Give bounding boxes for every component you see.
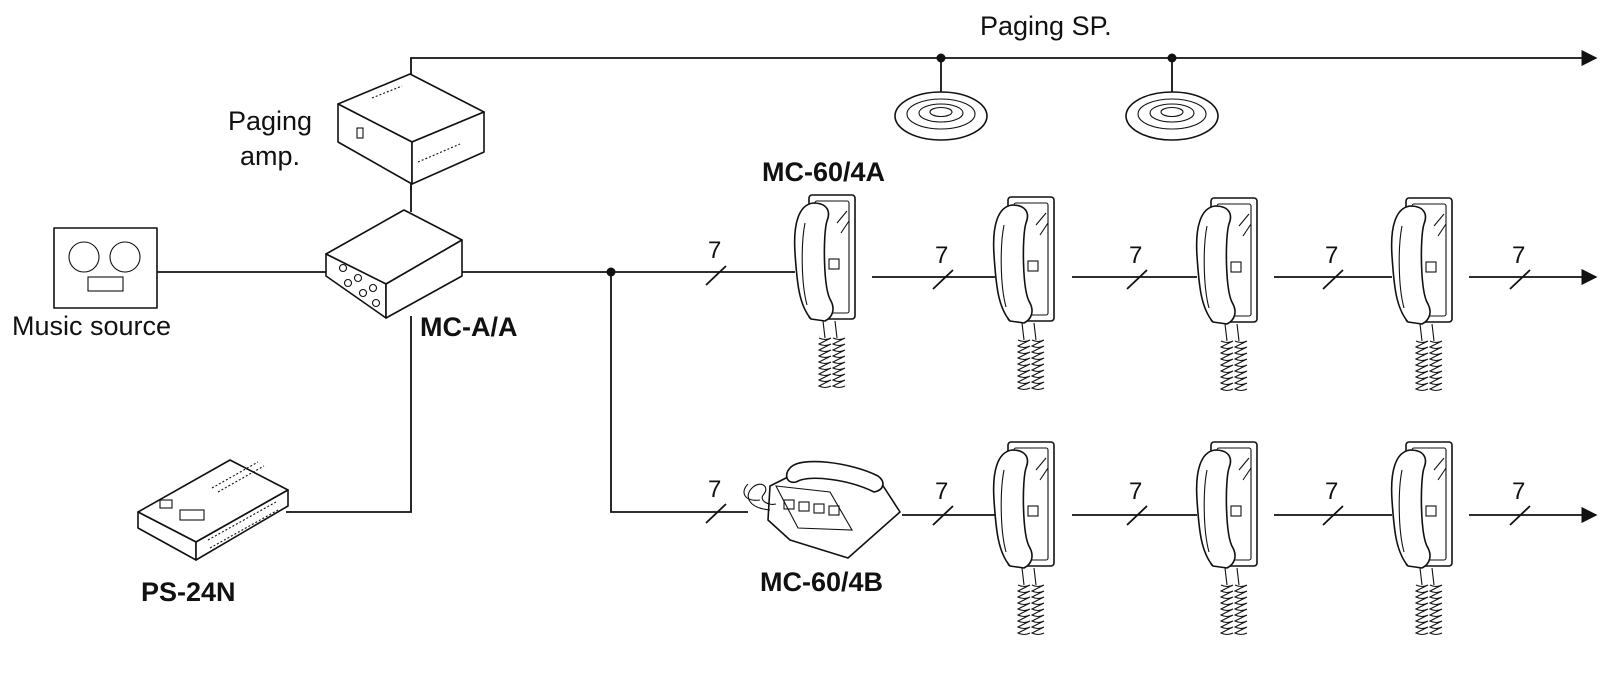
cable-slash bbox=[1126, 269, 1148, 290]
cable-slash bbox=[932, 269, 954, 290]
cable-slash bbox=[1126, 505, 1148, 526]
cable-count-label: 7 bbox=[1512, 242, 1525, 269]
cable-count-label: 7 bbox=[1325, 242, 1338, 269]
wall-phone-icon bbox=[1195, 197, 1258, 392]
cable-slash bbox=[1509, 269, 1531, 290]
desk-phone-icon bbox=[743, 460, 901, 559]
wall-phone-icon bbox=[992, 441, 1055, 636]
wall-phone-icon bbox=[793, 194, 856, 389]
cable-count-label: 7 bbox=[1129, 242, 1142, 269]
cable-count-label: 7 bbox=[1512, 478, 1525, 505]
mc-60-4b-label: MC-60/4B bbox=[760, 567, 883, 597]
cable-count-label: 7 bbox=[1129, 478, 1142, 505]
junction-dot bbox=[936, 53, 946, 63]
paging-amp-label-line1: Paging bbox=[228, 106, 312, 136]
ps-24n-unit bbox=[137, 459, 289, 561]
junction-dot bbox=[1167, 53, 1177, 63]
ceiling-speaker-icon bbox=[1125, 91, 1219, 141]
wall-phone-icon bbox=[1390, 197, 1453, 392]
cable-slash bbox=[1509, 505, 1531, 526]
mc-60-4a-label: MC-60/4A bbox=[762, 157, 885, 187]
ps-24n-label: PS-24N bbox=[141, 577, 236, 607]
paging-amp-unit bbox=[337, 73, 485, 185]
cable-count-label: 7 bbox=[1325, 478, 1338, 505]
mc-aa-unit bbox=[325, 209, 463, 319]
cable-count-label: 7 bbox=[708, 237, 721, 264]
ceiling-speaker-icon bbox=[894, 91, 988, 141]
wall-phone-icon bbox=[992, 196, 1055, 391]
power-supply-wire bbox=[286, 316, 412, 513]
cable-count-label: 7 bbox=[935, 478, 948, 505]
music-source-label: Music source bbox=[12, 311, 171, 341]
cable-slash bbox=[932, 505, 954, 526]
cable-slash bbox=[1322, 505, 1344, 526]
cable-count-label: 7 bbox=[708, 476, 721, 503]
mc-aa-label: MC-A/A bbox=[420, 312, 517, 342]
cable-slash bbox=[705, 503, 727, 524]
music-source-deck bbox=[53, 227, 158, 309]
paging-speaker-line bbox=[410, 49, 1598, 190]
cable-slash bbox=[705, 265, 727, 286]
cable-slash bbox=[1322, 269, 1344, 290]
branch-wire bbox=[610, 272, 748, 513]
paging-amp-label-line2: amp. bbox=[240, 141, 300, 171]
wall-phone-icon bbox=[1195, 441, 1258, 636]
paging-speaker-label: Paging SP. bbox=[980, 11, 1112, 41]
wall-phone-icon bbox=[1390, 441, 1453, 636]
cable-count-label: 7 bbox=[935, 242, 948, 269]
